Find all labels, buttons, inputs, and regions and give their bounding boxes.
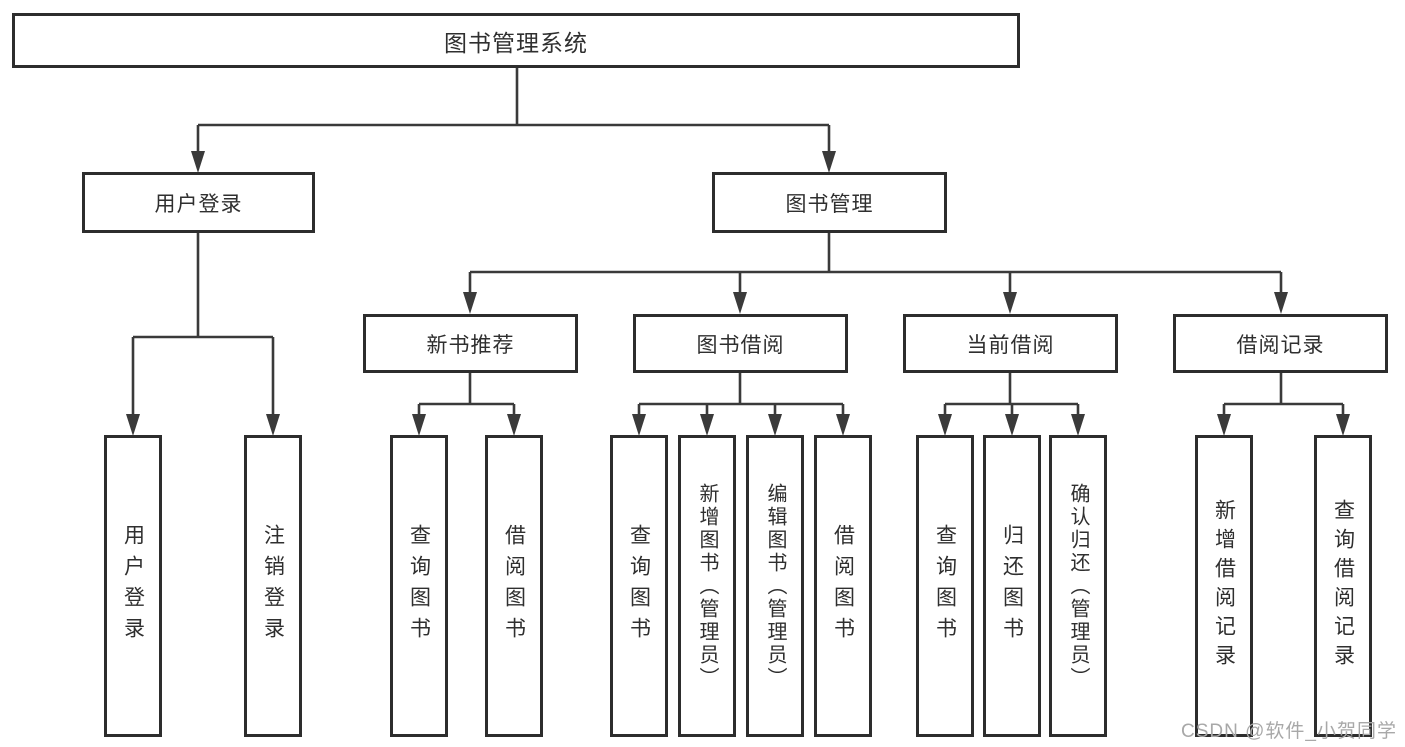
watermark: CSDN @软件_小贺同学 xyxy=(1181,721,1397,742)
leaf-label: 查询借阅记录 xyxy=(1331,499,1355,673)
node-new-book-recommend: 新书推荐 xyxy=(363,314,578,373)
node-current-borrowing: 当前借阅 xyxy=(903,314,1118,373)
node-root: 图书管理系统 xyxy=(12,13,1020,68)
leaf-query-books-recommend: 查询图书 xyxy=(390,435,448,737)
node-user-login: 用户登录 xyxy=(82,172,315,233)
leaf-label: 用户登录 xyxy=(121,524,145,648)
node-book-borrowing: 图书借阅 xyxy=(633,314,848,373)
leaf-add-books-admin: 新增图书（管理员） xyxy=(678,435,736,737)
leaf-label: 新增借阅记录 xyxy=(1212,499,1236,673)
leaf-label: 归还图书 xyxy=(1000,524,1024,648)
node-book-management: 图书管理 xyxy=(712,172,947,233)
leaf-edit-books-admin: 编辑图书（管理员） xyxy=(746,435,804,737)
leaf-return-books: 归还图书 xyxy=(983,435,1041,737)
arrowheads xyxy=(126,151,1350,436)
leaf-user-login: 用户登录 xyxy=(104,435,162,737)
leaf-label: 编辑图书（管理员） xyxy=(764,482,786,690)
leaf-borrow-books: 借阅图书 xyxy=(814,435,872,737)
connector-path xyxy=(131,67,1345,417)
leaf-query-books-borrowing: 查询图书 xyxy=(610,435,668,737)
leaf-label: 查询图书 xyxy=(933,524,957,648)
leaf-query-borrow-record: 查询借阅记录 xyxy=(1314,435,1372,737)
leaf-label: 确认归还（管理员） xyxy=(1067,482,1089,690)
leaf-add-borrow-record: 新增借阅记录 xyxy=(1195,435,1253,737)
leaf-label: 新增图书（管理员） xyxy=(696,482,718,690)
leaf-label: 查询图书 xyxy=(627,524,651,648)
leaf-query-books-current: 查询图书 xyxy=(916,435,974,737)
leaf-confirm-return-admin: 确认归还（管理员） xyxy=(1049,435,1107,737)
leaf-label: 查询图书 xyxy=(407,524,431,648)
leaf-label: 注销登录 xyxy=(261,524,285,648)
leaf-borrow-books-recommend: 借阅图书 xyxy=(485,435,543,737)
node-borrowing-records: 借阅记录 xyxy=(1173,314,1388,373)
leaf-label: 借阅图书 xyxy=(831,524,855,648)
leaf-logout: 注销登录 xyxy=(244,435,302,737)
leaf-label: 借阅图书 xyxy=(502,524,526,648)
